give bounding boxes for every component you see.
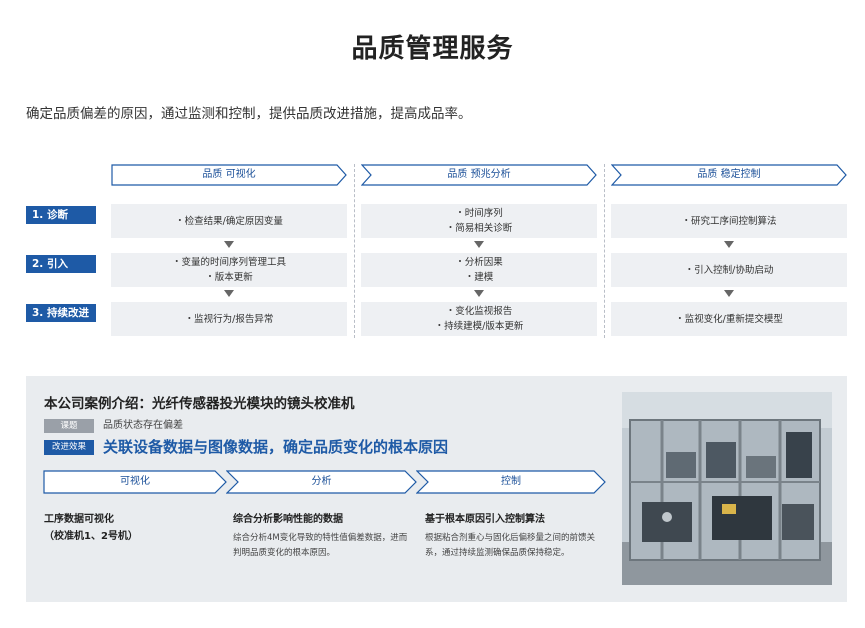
column-header-label: 品质 预兆分析 bbox=[447, 169, 511, 180]
effect-tag: 改进效果 bbox=[44, 440, 94, 455]
page-title: 品质管理服务 bbox=[351, 34, 514, 64]
phase-subtitle-line: （校准机1、2号机） bbox=[44, 531, 138, 542]
step-label-diagnose: 1. 诊断 bbox=[26, 206, 96, 224]
cell-line: ・监视变化/重新提交模型 bbox=[675, 313, 783, 325]
column-header-visualize: 品质 可视化 bbox=[111, 164, 347, 186]
cell-line: ・版本更新 bbox=[205, 272, 253, 283]
cell-line: ・变化监视报告 bbox=[445, 306, 513, 317]
cell-line: ・持续建模/版本更新 bbox=[434, 321, 524, 332]
phase-title-line: 工序数据可视化 bbox=[44, 514, 114, 525]
matrix-cell: ・变化监视报告 ・持续建模/版本更新 bbox=[361, 302, 597, 336]
phase-title: 综合分析影响性能的数据 bbox=[233, 514, 343, 525]
column-header-control: 品质 稳定控制 bbox=[611, 164, 847, 186]
phase-banner-visualize: 可视化 bbox=[43, 470, 227, 494]
matrix-cell: ・监视变化/重新提交模型 bbox=[611, 302, 847, 336]
down-arrow-icon bbox=[224, 290, 234, 297]
chevron-banner-icon bbox=[361, 164, 597, 186]
matrix-cell: ・监视行为/报告异常 bbox=[111, 302, 347, 336]
matrix-cell: ・检查结果/确定原因变量 bbox=[111, 204, 347, 238]
intro-text: 确定品质偏差的原因，通过监测和控制，提供品质改进措施，提高成品率。 bbox=[26, 106, 472, 122]
phase-title: 基于根本原因引入控制算法 bbox=[425, 514, 545, 525]
issue-text: 品质状态存在偏差 bbox=[103, 420, 183, 431]
column-header-label: 品质 稳定控制 bbox=[697, 169, 761, 180]
matrix-cell: ・时间序列 ・简易相关诊断 bbox=[361, 204, 597, 238]
column-header-label: 品质 可视化 bbox=[202, 169, 256, 180]
cell-line: ・研究工序间控制算法 bbox=[681, 215, 777, 227]
cell-line: ・检查结果/确定原因变量 bbox=[175, 215, 283, 227]
matrix-cell: ・分析因果 ・建模 bbox=[361, 253, 597, 287]
chevron-banner-icon bbox=[111, 164, 347, 186]
matrix-cell: ・变量的时间序列管理工具 ・版本更新 bbox=[111, 253, 347, 287]
cell-line: ・引入控制/协助启动 bbox=[684, 264, 774, 276]
matrix-cell: ・引入控制/协助启动 bbox=[611, 253, 847, 287]
cell-line: ・变量的时间序列管理工具 bbox=[171, 257, 286, 268]
cell-line: ・监视行为/报告异常 bbox=[184, 313, 274, 325]
phase-banner-analyze: 分析 bbox=[226, 470, 417, 494]
phase-body: 根据粘合剂重心与固化后偏移量之间的前馈关系，通过持续监测确保品质保持稳定。 bbox=[425, 533, 596, 558]
down-arrow-icon bbox=[224, 241, 234, 248]
column-header-predict: 品质 预兆分析 bbox=[361, 164, 597, 186]
phase-body: 综合分析4M变化导致的特性值偏差数据，进而判明品质变化的根本原因。 bbox=[233, 533, 408, 558]
down-arrow-icon bbox=[474, 290, 484, 297]
matrix-cell: ・研究工序间控制算法 bbox=[611, 204, 847, 238]
down-arrow-icon bbox=[474, 241, 484, 248]
phase-label: 控制 bbox=[501, 476, 521, 487]
step-label-introduce: 2. 引入 bbox=[26, 255, 96, 273]
phase-banner-control: 控制 bbox=[416, 470, 606, 494]
issue-tag: 课题 bbox=[44, 419, 94, 433]
cell-line: ・分析因果 bbox=[455, 257, 503, 268]
chevron-banner-icon bbox=[611, 164, 847, 186]
down-arrow-icon bbox=[724, 290, 734, 297]
chevron-banner-icon bbox=[226, 470, 417, 494]
chevron-banner-icon bbox=[416, 470, 606, 494]
case-study-title: 本公司案例介绍：光纤传感器投光模块的镜头校准机 bbox=[44, 396, 355, 412]
phase-label: 可视化 bbox=[120, 476, 150, 487]
cell-line: ・时间序列 bbox=[455, 208, 503, 219]
column-divider bbox=[354, 164, 355, 338]
machine-photo bbox=[622, 392, 832, 585]
chevron-banner-icon bbox=[43, 470, 227, 494]
down-arrow-icon bbox=[724, 241, 734, 248]
phase-title: 工序数据可视化 （校准机1、2号机） bbox=[44, 512, 138, 544]
effect-text: 关联设备数据与图像数据，确定品质变化的根本原因 bbox=[103, 438, 449, 456]
cell-line: ・简易相关诊断 bbox=[445, 223, 513, 234]
cell-line: ・建模 bbox=[464, 272, 494, 283]
column-divider bbox=[604, 164, 605, 338]
step-label-improve: 3. 持续改进 bbox=[26, 304, 96, 322]
phase-label: 分析 bbox=[311, 476, 332, 487]
